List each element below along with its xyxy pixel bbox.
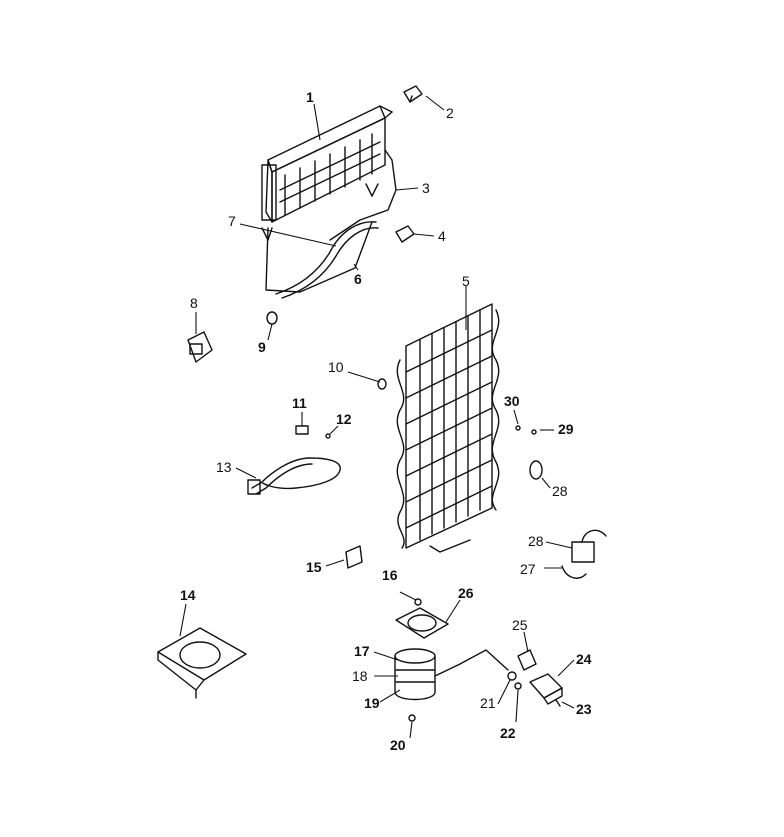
leader-lines	[179, 95, 575, 739]
part-16	[414, 598, 422, 606]
callout-1: 1	[306, 89, 314, 105]
callout-8: 8	[190, 295, 198, 311]
screw-part-12	[325, 433, 331, 439]
callout-27: 27	[520, 561, 536, 577]
callout-28-capacitor: 28	[528, 533, 544, 549]
callout-23: 23	[576, 701, 592, 717]
callout-17: 17	[354, 643, 370, 659]
screw-part-30	[515, 425, 521, 431]
grommet-part-9	[266, 311, 278, 325]
callout-3: 3	[422, 180, 430, 196]
clip-part-4	[395, 225, 415, 243]
callout-18: 18	[352, 668, 368, 684]
screw-part-29	[531, 429, 537, 435]
power-cord-part	[247, 457, 341, 495]
condenser-part	[396, 303, 500, 553]
callout-26: 26	[458, 585, 474, 601]
callout-6: 6	[354, 271, 362, 287]
part-20	[408, 714, 416, 722]
gasket-part	[395, 607, 449, 639]
callout-19: 19	[364, 695, 380, 711]
callout-28-ring: 28	[552, 483, 568, 499]
callout-22: 22	[500, 725, 516, 741]
callout-20: 20	[390, 737, 406, 753]
drain-tube-part	[275, 221, 379, 299]
callout-2: 2	[446, 105, 454, 121]
relay-part	[529, 673, 563, 707]
base-plate-part	[157, 627, 247, 699]
callout-10: 10	[328, 359, 344, 375]
bracket-part-8	[187, 331, 213, 363]
callout-5: 5	[462, 273, 470, 289]
callout-15: 15	[306, 559, 322, 575]
callout-7: 7	[228, 213, 236, 229]
callout-labels: 1 2 3 4 5 6 7 8 9 10 11 12 13 14 15 16 1…	[180, 89, 592, 753]
part-11	[295, 425, 309, 435]
ring-part-28	[529, 460, 543, 480]
callout-21: 21	[480, 695, 496, 711]
callout-24: 24	[576, 651, 592, 667]
callout-12: 12	[336, 411, 352, 427]
grommet-part-21	[507, 671, 517, 681]
callout-13: 13	[216, 459, 232, 475]
callout-14: 14	[180, 587, 196, 603]
part-10	[377, 378, 387, 390]
evaporator-part	[261, 105, 397, 293]
callout-9: 9	[258, 339, 266, 355]
bracket-part-15	[345, 545, 363, 569]
callout-25: 25	[512, 617, 528, 633]
clip-part	[403, 85, 423, 103]
terminal-part-25	[517, 649, 537, 671]
callout-11: 11	[292, 395, 307, 411]
compressor-part	[394, 648, 509, 701]
capacitor-part	[561, 529, 607, 579]
callout-16: 16	[382, 567, 398, 583]
callout-29: 29	[558, 421, 574, 437]
callout-30: 30	[504, 393, 520, 409]
part-22	[514, 682, 522, 690]
callout-4: 4	[438, 228, 446, 244]
